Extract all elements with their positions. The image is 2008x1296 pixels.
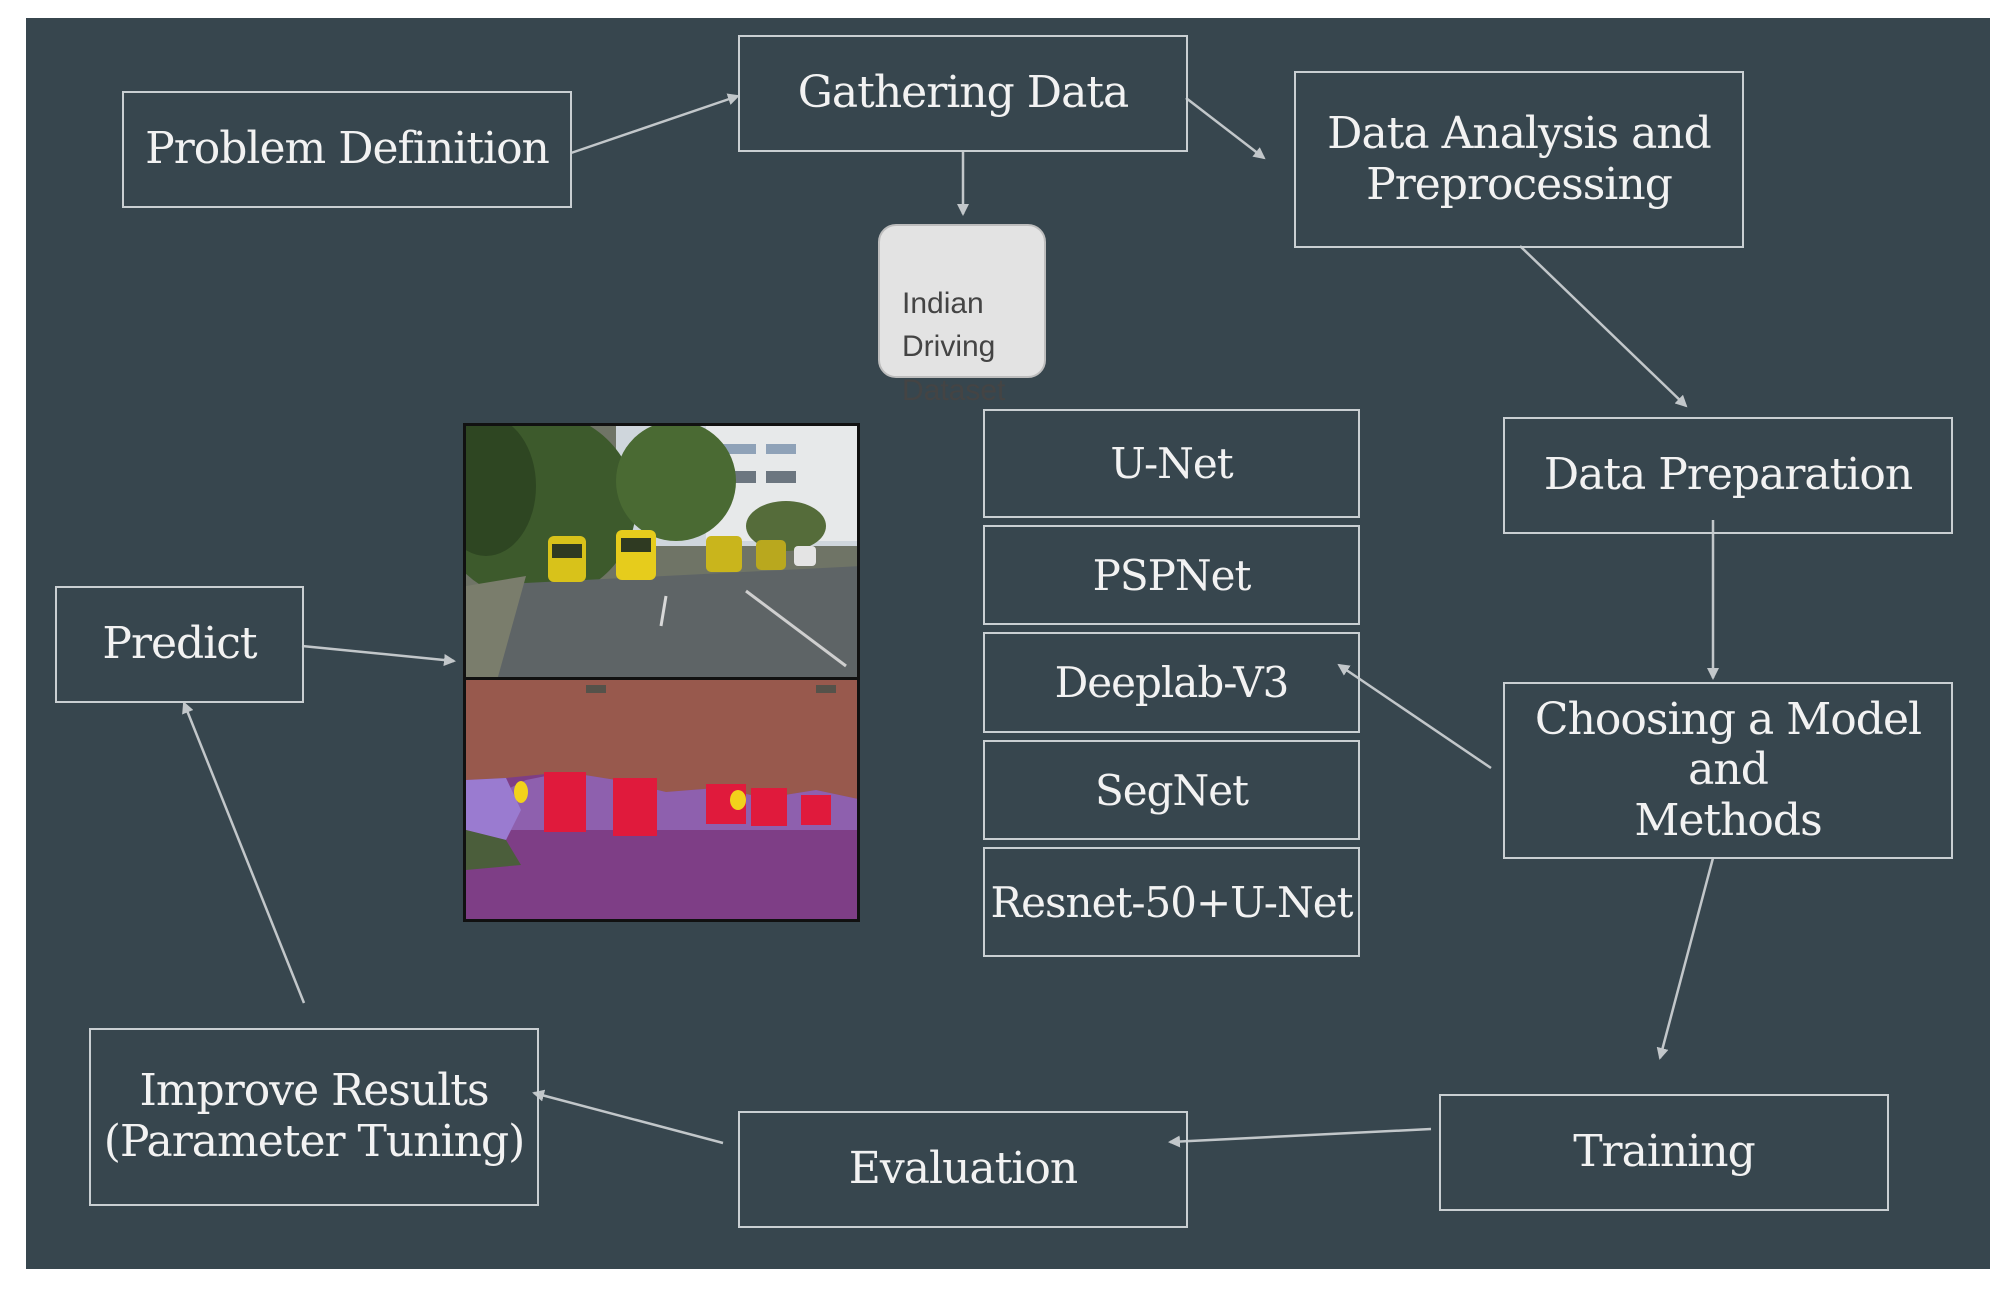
data-preparation-box: Data Preparation — [1503, 417, 1953, 534]
segmentation-mask — [463, 677, 860, 922]
choosing-model-label: Choosing a Model and Methods — [1534, 693, 1922, 846]
arrow-gathering-to-analysis — [1185, 97, 1266, 160]
predict-label: Predict — [102, 618, 257, 670]
arrow-training-to-evaluation — [1168, 1127, 1432, 1148]
model-unet-label: U-Net — [1110, 439, 1233, 488]
model-resnet50-unet: Resnet-50+U-Net — [983, 847, 1360, 957]
improve-results-label: Improve Results (Parameter Tuning) — [103, 1065, 526, 1167]
diagram-canvas: Problem Definition Gathering Data Data A… — [26, 18, 1990, 1269]
arrow-choosing-to-models — [1337, 663, 1492, 770]
indian-driving-dataset-card: Indian Driving Dataset — [878, 224, 1046, 407]
problem-definition-box: Problem Definition — [122, 91, 572, 208]
data-preparation-label: Data Preparation — [1543, 449, 1913, 501]
dataset-label: Indian Driving Dataset — [902, 286, 1006, 407]
model-segnet: SegNet — [983, 740, 1360, 840]
arrow-choosing-to-training — [1656, 857, 1715, 1060]
model-deeplab-v3: Deeplab-V3 — [983, 632, 1360, 733]
predict-box: Predict — [55, 586, 304, 703]
model-pspnet-label: PSPNet — [1092, 550, 1252, 600]
problem-definition-label: Problem Definition — [145, 123, 550, 175]
model-segnet-label: SegNet — [1095, 765, 1249, 815]
model-resnet50-unet-label: Resnet-50+U-Net — [990, 877, 1354, 927]
improve-results-box: Improve Results (Parameter Tuning) — [89, 1028, 539, 1206]
arrow-evaluation-to-improve — [532, 1089, 724, 1145]
model-pspnet: PSPNet — [983, 525, 1360, 625]
training-label: Training — [1573, 1126, 1756, 1178]
gathering-data-label: Gathering Data — [797, 67, 1129, 119]
gathering-data-box: Gathering Data — [738, 35, 1188, 152]
data-analysis-box: Data Analysis and Preprocessing — [1294, 71, 1744, 248]
training-box: Training — [1439, 1094, 1889, 1211]
model-deeplab-v3-label: Deeplab-V3 — [1054, 658, 1290, 707]
data-analysis-label: Data Analysis and Preprocessing — [1327, 107, 1712, 210]
model-unet: U-Net — [983, 409, 1360, 518]
arrow-analysis-to-preparation — [1519, 245, 1688, 408]
flow-arrows — [182, 93, 1719, 1148]
arrow-predict-to-image — [301, 644, 456, 666]
arrow-problem-to-gathering — [570, 93, 740, 155]
evaluation-label: Evaluation — [848, 1143, 1078, 1195]
choosing-model-box: Choosing a Model and Methods — [1503, 682, 1953, 859]
street-scene-photo — [463, 423, 860, 681]
arrow-improve-to-predict — [182, 701, 306, 1004]
evaluation-box: Evaluation — [738, 1111, 1188, 1228]
